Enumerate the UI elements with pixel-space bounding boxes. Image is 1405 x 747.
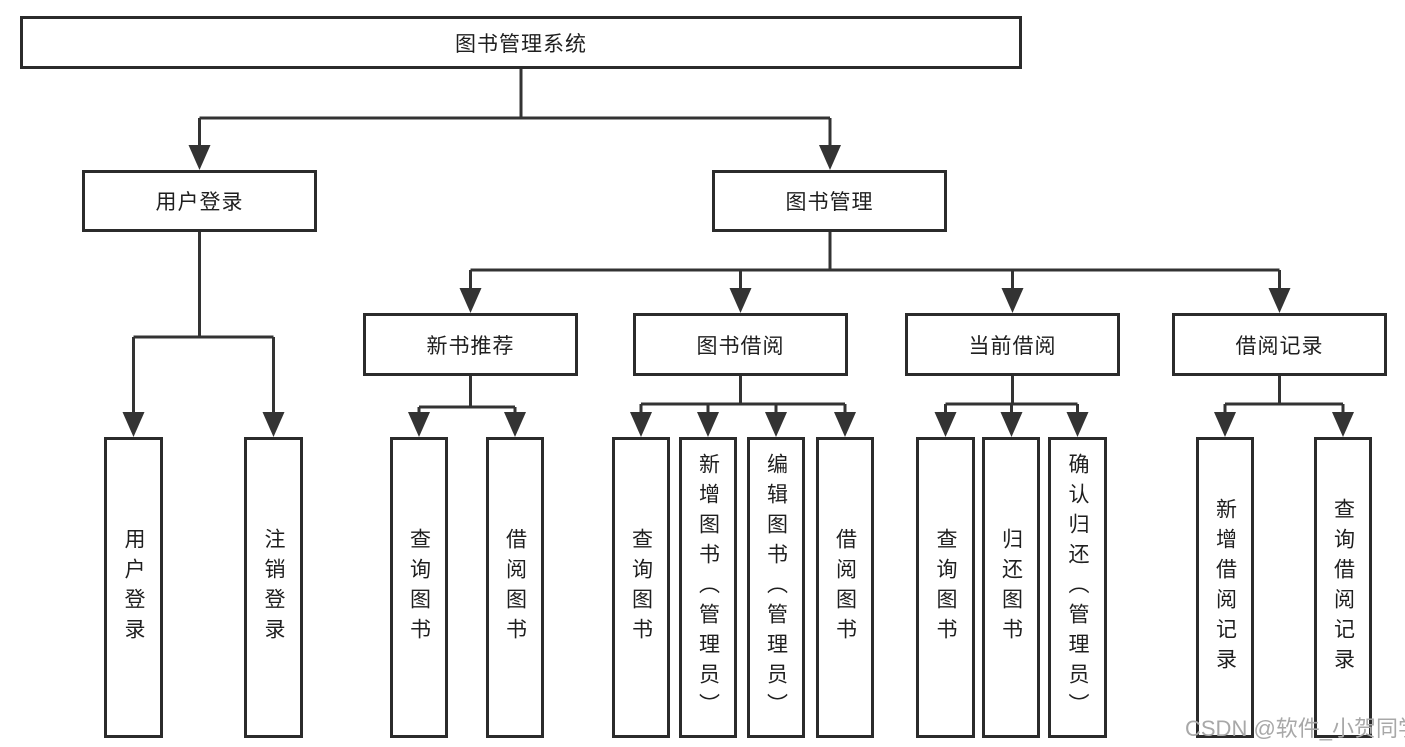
- leaf-return-books: 归还图书: [982, 437, 1040, 738]
- node-label: 借阅图书: [833, 527, 857, 648]
- node-label: 新增图书（管理员）: [696, 452, 720, 723]
- leaf-logout: 注销登录: [244, 437, 303, 738]
- watermark: CSDN @软件_小贺同学: [1185, 716, 1405, 741]
- node-current-borrowing: 当前借阅: [905, 313, 1120, 376]
- node-user-login: 用户登录: [82, 170, 317, 232]
- leaf-add-books-admin: 新增图书（管理员）: [679, 437, 737, 738]
- node-label: 查询图书: [407, 527, 431, 648]
- leaf-query-books: 查询图书: [916, 437, 975, 738]
- node-label: 借阅记录: [1235, 334, 1324, 358]
- node-label: 查询图书: [934, 527, 957, 648]
- node-book-management: 图书管理: [712, 170, 947, 232]
- node-label: 归还图书: [999, 527, 1023, 648]
- node-label: 查询借阅记录: [1331, 497, 1355, 678]
- node-borrowing-records: 借阅记录: [1172, 313, 1387, 376]
- node-label: 查询图书: [629, 527, 653, 648]
- node-label: 新增借阅记录: [1213, 497, 1237, 678]
- node-label: 图书借阅: [696, 334, 785, 358]
- node-label: 当前借阅: [968, 334, 1057, 358]
- connector-lines: [132, 69, 1345, 414]
- leaf-query-books: 查询图书: [390, 437, 448, 738]
- node-new-book-recommendation: 新书推荐: [363, 313, 578, 376]
- leaf-query-books: 查询图书: [612, 437, 670, 738]
- node-label: 图书管理: [785, 191, 874, 214]
- node-library-management-system: 图书管理系统: [20, 16, 1022, 69]
- leaf-edit-books-admin: 编辑图书（管理员）: [747, 437, 805, 738]
- node-label: 确认归还（管理员）: [1066, 452, 1089, 723]
- node-label: 图书管理系统: [455, 32, 587, 56]
- leaf-borrow-books: 借阅图书: [816, 437, 874, 738]
- leaf-user-login: 用户登录: [104, 437, 163, 738]
- leaf-confirm-return-admin: 确认归还（管理员）: [1048, 437, 1107, 738]
- leaf-query-borrow-record: 查询借阅记录: [1314, 437, 1372, 738]
- leaf-borrow-books: 借阅图书: [486, 437, 544, 738]
- node-book-borrowing: 图书借阅: [633, 313, 848, 376]
- node-label: 新书推荐: [426, 334, 515, 358]
- leaf-add-borrow-record: 新增借阅记录: [1196, 437, 1254, 738]
- node-label: 编辑图书（管理员）: [764, 452, 788, 723]
- arrowheads: [122, 145, 1354, 437]
- node-label: 借阅图书: [503, 527, 527, 648]
- node-label: 用户登录: [122, 527, 145, 648]
- node-label: 用户登录: [155, 191, 244, 214]
- node-label: 注销登录: [262, 527, 285, 648]
